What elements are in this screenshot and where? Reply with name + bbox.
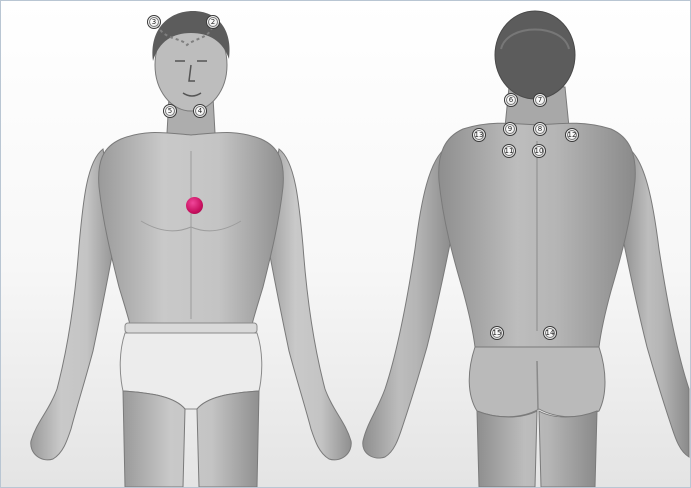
point-marker-back-hip-right[interactable]: 14 bbox=[543, 326, 557, 340]
point-marker-back-upper-left[interactable]: 9 bbox=[503, 122, 517, 136]
point-label: 5 bbox=[168, 107, 172, 115]
point-label: 13 bbox=[475, 131, 484, 139]
front-waistband bbox=[125, 323, 257, 333]
point-label: 4 bbox=[198, 107, 202, 115]
point-marker-front-neck-right[interactable]: 4 bbox=[193, 104, 207, 118]
back-left-arm bbox=[363, 147, 453, 458]
point-label: 10 bbox=[535, 147, 544, 155]
point-label: 6 bbox=[509, 96, 513, 104]
point-marker-back-neck-left[interactable]: 6 bbox=[504, 93, 518, 107]
point-marker-back-shoulder-left[interactable]: 13 bbox=[472, 128, 486, 142]
point-marker-back-mid-right[interactable]: 10 bbox=[532, 144, 546, 158]
chest-center-point[interactable] bbox=[186, 197, 203, 214]
point-marker-back-shoulder-right[interactable]: 12 bbox=[565, 128, 579, 142]
front-figure bbox=[31, 11, 351, 487]
point-marker-back-hip-left[interactable]: 15 bbox=[490, 326, 504, 340]
back-legs bbox=[477, 411, 597, 487]
point-label: 15 bbox=[493, 329, 502, 337]
point-label: 12 bbox=[568, 131, 577, 139]
point-marker-back-upper-right[interactable]: 8 bbox=[533, 122, 547, 136]
point-marker-front-neck-left[interactable]: 5 bbox=[163, 104, 177, 118]
point-marker-front-head-left[interactable]: 3 bbox=[147, 15, 161, 29]
point-marker-back-mid-left[interactable]: 11 bbox=[502, 144, 516, 158]
point-label: 3 bbox=[152, 18, 156, 26]
point-label: 9 bbox=[508, 125, 512, 133]
point-label: 7 bbox=[538, 96, 542, 104]
point-label: 11 bbox=[505, 147, 514, 155]
point-marker-back-neck-right[interactable]: 7 bbox=[533, 93, 547, 107]
point-label: 2 bbox=[211, 18, 215, 26]
back-figure bbox=[363, 11, 689, 487]
point-marker-front-head-right[interactable]: 2 bbox=[206, 15, 220, 29]
back-head bbox=[495, 11, 575, 99]
point-label: 14 bbox=[546, 329, 555, 337]
point-label: 8 bbox=[538, 125, 542, 133]
